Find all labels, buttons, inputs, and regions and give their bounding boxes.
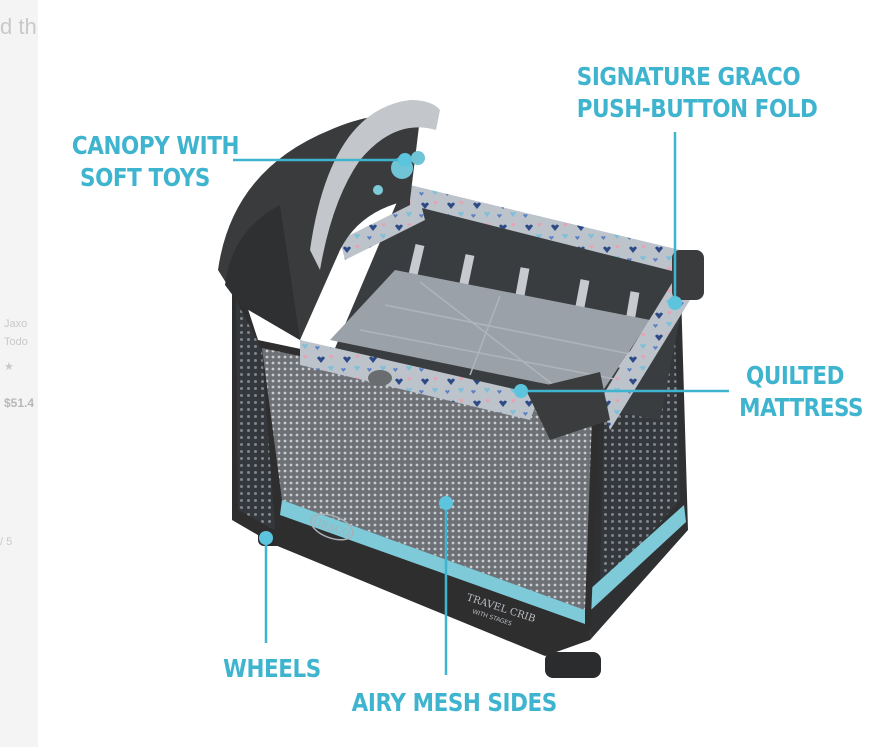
ghost-link: / 5 bbox=[0, 536, 13, 548]
callout-wheels-text: WHEELS bbox=[223, 654, 321, 683]
background-page-strip: d th Jaxo Todo ★ $51.4 / 5 bbox=[0, 0, 38, 747]
crib-corner-cap bbox=[526, 372, 610, 440]
callout-mesh: AIRY MESH SIDES bbox=[351, 687, 558, 719]
crib-rail-left bbox=[340, 200, 425, 260]
ghost-rating: ★ bbox=[4, 361, 14, 373]
mesh-dot bbox=[439, 496, 453, 510]
callout-fold-line2: PUSH-BUTTON FOLD bbox=[576, 94, 818, 123]
ghost-item-line2: Todo bbox=[4, 336, 28, 348]
callout-canopy: CANOPY WITH SOFT TOYS bbox=[71, 130, 240, 194]
callout-wheels: WHEELS bbox=[220, 653, 323, 685]
callout-lines bbox=[233, 132, 729, 675]
callout-fold: SIGNATURE GRACO PUSH-BUTTON FOLD bbox=[576, 61, 818, 125]
callout-mattress-line2: MATTRESS bbox=[739, 393, 864, 422]
soft-toy bbox=[373, 151, 425, 195]
ghost-price: $51.4 bbox=[4, 396, 35, 410]
canopy-dot bbox=[398, 153, 412, 167]
callout-canopy-line2: SOFT TOYS bbox=[80, 163, 210, 192]
crib-rail-back bbox=[410, 185, 680, 272]
callout-mattress: QUILTED MATTRESS bbox=[739, 360, 864, 424]
crib-rail-front bbox=[300, 340, 540, 420]
fold-dot bbox=[668, 296, 682, 310]
ghost-item-line1: Jaxo bbox=[4, 318, 28, 330]
callout-fold-line1: SIGNATURE GRACO bbox=[576, 62, 801, 91]
mattress-dot bbox=[514, 384, 528, 398]
crib-mattress bbox=[330, 270, 650, 395]
wheels-dot bbox=[259, 531, 273, 545]
callout-mattress-line1: QUILTED bbox=[745, 361, 845, 390]
ghost-heading: d th bbox=[0, 14, 37, 39]
callout-mesh-text: AIRY MESH SIDES bbox=[351, 688, 558, 717]
callout-canopy-line1: CANOPY WITH bbox=[71, 131, 240, 160]
